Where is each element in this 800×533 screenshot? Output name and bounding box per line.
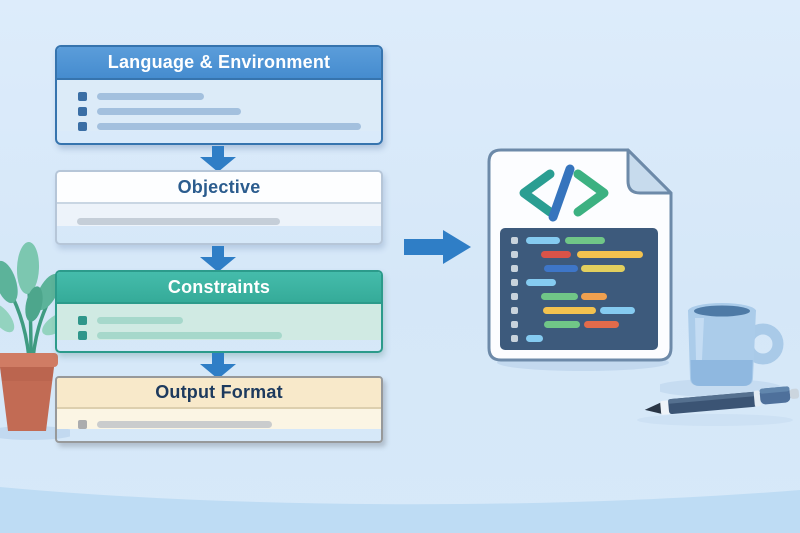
box-header: Objective	[57, 172, 381, 204]
box-header: Constraints	[57, 272, 381, 304]
code-token-bar	[544, 265, 578, 272]
placeholder-line	[78, 420, 381, 429]
arrow-head	[443, 230, 471, 264]
code-token-bar	[584, 321, 619, 328]
down-arrow-icon	[200, 353, 236, 380]
pen-icon	[637, 386, 800, 426]
placeholder-line	[78, 122, 381, 131]
placeholder-line	[78, 331, 381, 340]
code-token-bar	[543, 307, 596, 314]
box-body	[57, 304, 381, 340]
code-token-bar	[577, 251, 643, 258]
placeholder-bar	[97, 123, 361, 130]
box-header: Language & Environment	[57, 47, 381, 80]
flow-box-language-environment: Language & Environment	[55, 45, 383, 145]
code-token-bar	[526, 237, 560, 244]
line-number-square	[511, 279, 518, 286]
code-line	[500, 290, 658, 304]
line-number-square	[511, 265, 518, 272]
code-lines	[500, 234, 658, 346]
placeholder-bar	[97, 332, 282, 339]
potted-plant-icon	[0, 242, 70, 440]
box-body	[57, 80, 381, 131]
code-icon	[519, 164, 609, 222]
bullet-square	[78, 107, 87, 116]
arrow-stem	[212, 353, 224, 365]
line-number-square	[511, 335, 518, 342]
code-line	[500, 248, 658, 262]
code-token-bar	[544, 321, 580, 328]
code-token-bar	[600, 307, 635, 314]
box-body	[57, 204, 381, 226]
box-body	[57, 409, 381, 429]
code-token-bar	[526, 279, 556, 286]
bullet-square	[78, 92, 87, 101]
placeholder-bar	[77, 218, 280, 225]
code-token-bar	[541, 251, 571, 258]
box-title: Constraints	[167, 276, 271, 297]
bullet-square	[78, 316, 87, 325]
arrow-stem	[212, 146, 224, 158]
box-title: Language & Environment	[107, 52, 331, 72]
line-number-square	[511, 307, 518, 314]
code-line	[500, 262, 658, 276]
bullet-square	[78, 420, 87, 429]
placeholder-bar	[97, 93, 204, 100]
placeholder-bar	[97, 317, 183, 324]
right-arrow-icon	[404, 230, 471, 264]
flow-box-constraints: Constraints	[55, 270, 383, 353]
line-number-square	[511, 321, 518, 328]
desk-surface-curve	[0, 487, 800, 533]
code-line	[500, 332, 658, 346]
bullet-square	[78, 331, 87, 340]
line-number-square	[511, 293, 518, 300]
flow-box-output-format: Output Format	[55, 376, 383, 443]
box-title: Output Format	[155, 382, 283, 402]
code-token-bar	[526, 335, 543, 342]
line-number-square	[511, 237, 518, 244]
code-line	[500, 318, 658, 332]
placeholder-line	[78, 92, 381, 101]
code-token-bar	[581, 265, 625, 272]
flow-box-objective: Objective	[55, 170, 383, 245]
line-number-square	[511, 251, 518, 258]
code-line	[500, 234, 658, 248]
placeholder-line	[77, 217, 381, 226]
arrow-head	[200, 157, 236, 172]
down-arrow-icon	[200, 246, 236, 273]
placeholder-line	[78, 316, 381, 325]
arrow-head	[200, 364, 236, 379]
placeholder-bar	[97, 421, 272, 428]
placeholder-bar	[97, 108, 241, 115]
code-block	[500, 228, 658, 350]
code-token-bar	[541, 293, 578, 300]
code-token-bar	[565, 237, 605, 244]
box-header: Output Format	[57, 378, 381, 409]
code-line	[500, 304, 658, 318]
down-arrow-icon	[200, 146, 236, 173]
arrow-stem	[212, 246, 224, 258]
coffee-mug-icon	[660, 303, 784, 397]
arrow-head	[200, 257, 236, 272]
code-line	[500, 276, 658, 290]
code-token-bar	[581, 293, 607, 300]
arrow-stem	[404, 239, 444, 255]
bullet-square	[78, 122, 87, 131]
box-title: Objective	[177, 176, 261, 197]
code-document	[487, 148, 673, 362]
placeholder-line	[78, 107, 381, 116]
